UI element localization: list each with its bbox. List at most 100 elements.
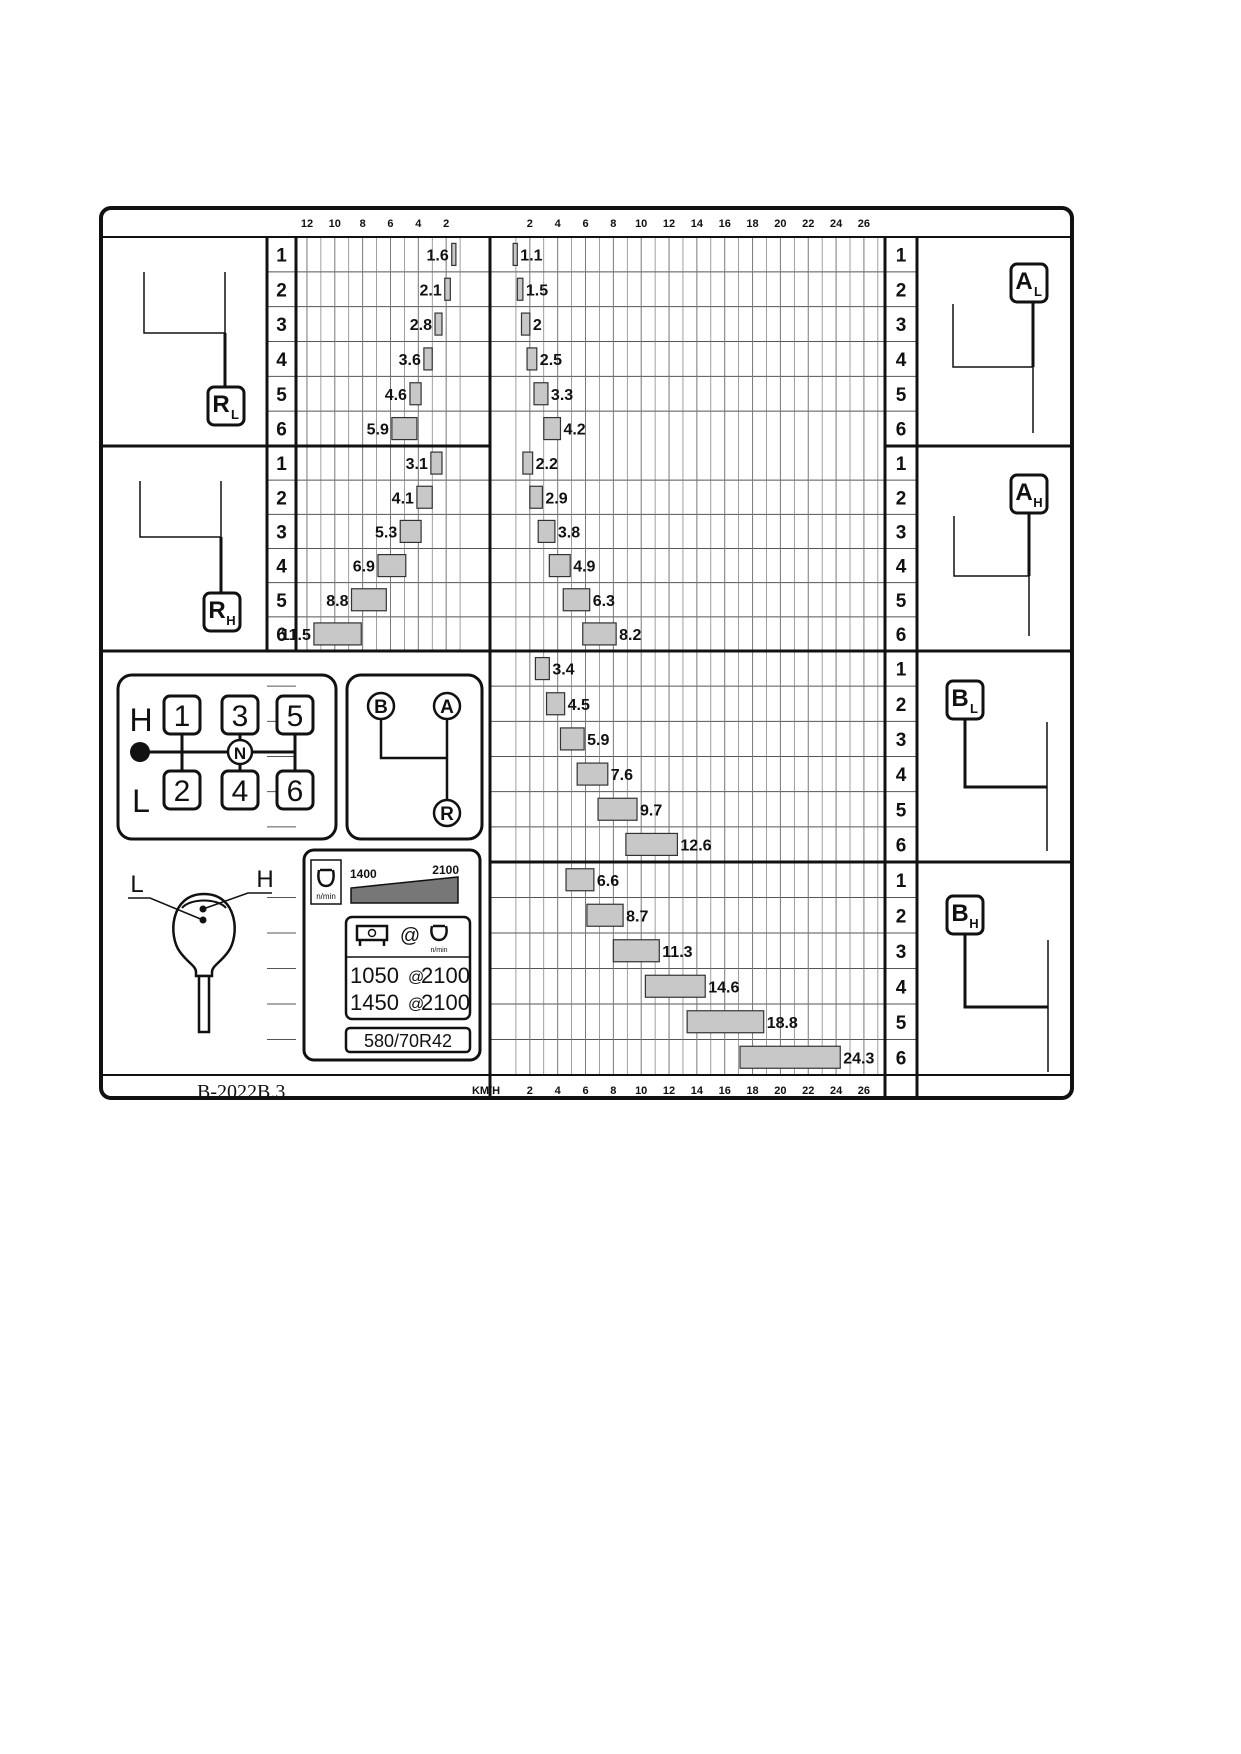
bar-value-label: 9.7 bbox=[640, 802, 662, 819]
gear-box-6: 6 bbox=[275, 769, 315, 811]
badge-box bbox=[206, 385, 246, 427]
speed-bar bbox=[543, 416, 562, 441]
speed-bar bbox=[526, 347, 538, 371]
gear-number: 1 bbox=[896, 454, 907, 475]
bar-value-label: 5.9 bbox=[587, 732, 609, 749]
speed-bar bbox=[562, 588, 591, 612]
axis-tick-label: 2 bbox=[443, 218, 449, 230]
gear-number: 5 bbox=[896, 800, 907, 821]
gear-number: 2 bbox=[276, 488, 287, 509]
speed-bar bbox=[423, 347, 433, 371]
pto-at-2: @ bbox=[408, 996, 424, 1013]
shift-label-h: H bbox=[129, 702, 152, 738]
axis-tick-label: 12 bbox=[663, 1085, 675, 1097]
gear-number: 4 bbox=[276, 350, 287, 371]
engine-icon bbox=[310, 859, 342, 905]
rpm-high-label: 2100 bbox=[432, 863, 459, 877]
badge-sub: L bbox=[231, 407, 239, 422]
axis-tick-label: 20 bbox=[774, 1085, 786, 1097]
bar-value-label: 2.1 bbox=[420, 282, 442, 299]
rpm-low-label: 1400 bbox=[350, 867, 377, 881]
bar-value-label: 3.6 bbox=[399, 352, 421, 369]
lever-line-thin bbox=[139, 481, 221, 538]
gear-box-label: 2 bbox=[174, 775, 191, 808]
gear-knob-icon: L H bbox=[128, 866, 274, 1034]
axis-tick-label: 16 bbox=[719, 1085, 731, 1097]
badge-sub: H bbox=[1033, 495, 1042, 510]
speed-bar bbox=[529, 485, 543, 509]
speed-bar bbox=[548, 553, 571, 578]
bar-value-label: 1.5 bbox=[526, 282, 548, 299]
gear-box-label: 3 bbox=[232, 700, 249, 733]
bar-value-label: 7.6 bbox=[611, 767, 633, 784]
speed-bar bbox=[534, 656, 550, 681]
axis-tick-label: 24 bbox=[830, 1085, 843, 1097]
pto-at-label: @ bbox=[400, 925, 420, 947]
gear-number: 1 bbox=[896, 871, 907, 892]
gear-box-3: 3 bbox=[220, 694, 260, 736]
gear-number: 3 bbox=[896, 730, 907, 751]
gear-number: 4 bbox=[896, 765, 907, 786]
gear-number: 2 bbox=[896, 488, 907, 509]
bar-value-label: 2 bbox=[533, 317, 542, 334]
neutral-label: N bbox=[234, 744, 246, 763]
bar-value-label: 14.6 bbox=[708, 979, 739, 996]
gear-number: 2 bbox=[896, 695, 907, 716]
axis-tick-label: 22 bbox=[802, 1085, 814, 1097]
gear-box-2: 2 bbox=[162, 769, 202, 811]
gear-number: 1 bbox=[896, 660, 907, 681]
axis-tick-label: 8 bbox=[610, 1085, 616, 1097]
axis-tick-label: 4 bbox=[555, 218, 562, 230]
gear-number: 3 bbox=[896, 315, 907, 336]
speed-bar bbox=[739, 1045, 841, 1069]
range-label-r: R bbox=[440, 804, 454, 825]
axis-tick-label: 6 bbox=[582, 1085, 588, 1097]
speed-bar bbox=[597, 797, 638, 821]
gear-box-label: 6 bbox=[287, 775, 304, 808]
chart-frame bbox=[99, 206, 1074, 1100]
speed-bar bbox=[537, 519, 556, 544]
gear-number: 1 bbox=[276, 454, 287, 475]
shift-pattern-panel: H L 1 3 5 2 4 6 N bbox=[116, 673, 338, 841]
engine-icon-small bbox=[430, 924, 448, 942]
axis-tick-label: 22 bbox=[802, 218, 814, 230]
bar-value-label: 11.5 bbox=[281, 627, 311, 644]
badge-sub: L bbox=[1034, 284, 1042, 299]
speed-bar bbox=[434, 312, 443, 336]
badge-letter: R bbox=[208, 597, 225, 624]
gear-number: 6 bbox=[896, 1048, 907, 1069]
axis-tick-label: 10 bbox=[635, 1085, 647, 1097]
gear-number: 4 bbox=[896, 977, 907, 998]
bar-value-label: 4.9 bbox=[573, 559, 595, 576]
speed-bar bbox=[565, 868, 595, 892]
bar-value-label: 5.9 bbox=[367, 422, 389, 439]
bar-value-label: 4.2 bbox=[563, 422, 585, 439]
lever-line-thin bbox=[952, 304, 1033, 368]
bar-value-label: 4.1 bbox=[392, 490, 414, 507]
bar-value-label: 2.9 bbox=[545, 490, 567, 507]
bar-value-label: 24.3 bbox=[843, 1050, 874, 1067]
badge-box bbox=[1009, 262, 1049, 304]
bar-value-label: 5.3 bbox=[375, 524, 397, 541]
speed-bar bbox=[512, 242, 518, 267]
gear-number: 6 bbox=[276, 420, 287, 441]
speed-bar bbox=[409, 382, 422, 406]
axis-tick-label: 8 bbox=[360, 218, 366, 230]
speed-unit-label: KM/H bbox=[472, 1085, 500, 1097]
badge-letter: R bbox=[212, 391, 229, 418]
bar-value-label: 6.9 bbox=[353, 559, 375, 576]
badge-sub: L bbox=[970, 701, 978, 716]
bar-value-label: 6.3 bbox=[593, 593, 615, 610]
rpm-wedge bbox=[350, 876, 459, 904]
speed-bar bbox=[559, 727, 585, 751]
axis-tick-label: 6 bbox=[582, 218, 588, 230]
gear-number: 2 bbox=[276, 280, 287, 301]
gear-box-1: 1 bbox=[162, 694, 202, 736]
speed-bar bbox=[451, 242, 457, 267]
knob-label-h: H bbox=[256, 866, 273, 893]
speed-bar bbox=[612, 939, 660, 963]
